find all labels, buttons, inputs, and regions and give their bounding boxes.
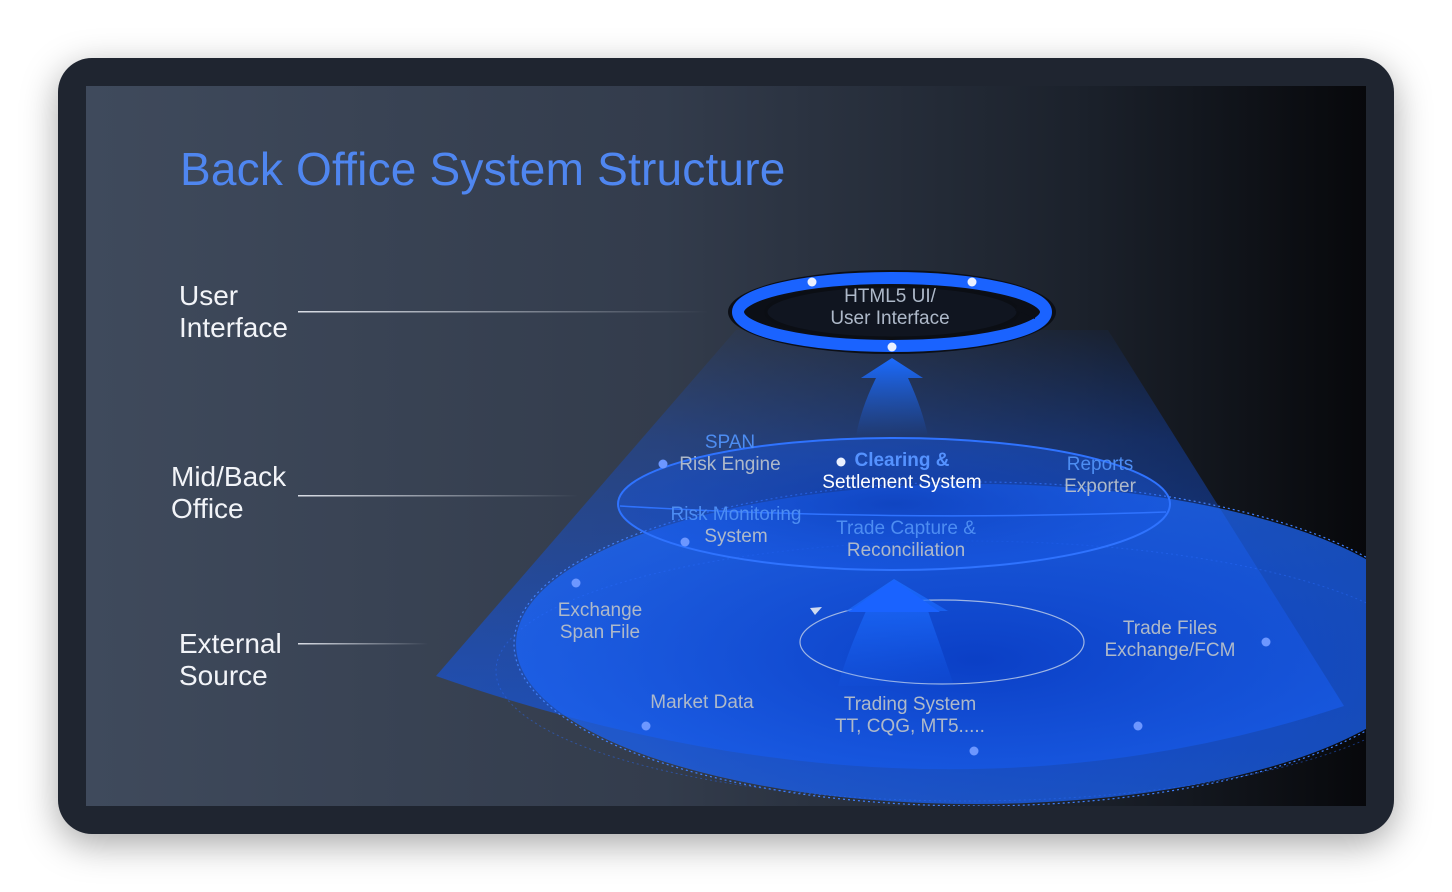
ui-ring-inner [764, 284, 1020, 340]
label-line: User Interface [830, 308, 950, 329]
label-line: Reconciliation [846, 540, 966, 561]
market-data-label: Market Data [650, 692, 753, 714]
label-line: HTML5 UI/ [844, 286, 936, 307]
node-dot [680, 537, 690, 547]
node-dot [887, 342, 897, 352]
exchange-span-file-label: Exchange Span File [558, 600, 643, 644]
external-tier-disc [516, 484, 1366, 804]
node-dot [807, 277, 817, 287]
tier-label-line: Source [179, 660, 268, 691]
leader-line-ui [298, 311, 708, 313]
label-line: Settlement System [822, 472, 982, 493]
label-line: Risk Monitoring [670, 504, 802, 525]
label-line: Trade Files [1122, 618, 1218, 639]
risk-monitoring-label: Risk Monitoring System [671, 504, 802, 548]
node-dot [658, 459, 668, 469]
tier-label-line: External [179, 628, 282, 659]
leader-line-external [298, 643, 428, 645]
tier-label-user-interface: User Interface [179, 280, 288, 344]
tier-label-line: Office [171, 493, 244, 524]
mid-tier-disc [617, 437, 1171, 571]
node-dot [641, 721, 651, 731]
slide: Back Office System Structure User Interf… [86, 86, 1366, 806]
node-dot [1261, 637, 1271, 647]
label-line: Clearing & [854, 450, 950, 471]
label-line: Reports [1066, 454, 1134, 475]
tier-label-line: Mid/Back [171, 461, 287, 492]
label-line: System [704, 526, 768, 547]
ui-ring-label: HTML5 UI/ User Interface [830, 286, 949, 330]
node-dots [571, 277, 1271, 756]
node-dot [571, 578, 581, 588]
label-line: Trading System [843, 694, 977, 715]
device-frame: Back Office System Structure User Interf… [58, 58, 1394, 834]
label-line: Span File [559, 622, 641, 643]
trading-system-label: Trading System TT, CQG, MT5..... [835, 694, 985, 738]
tier-label-line: User [179, 280, 239, 311]
mid-tier-divider [619, 505, 1167, 517]
trade-capture-label: Trade Capture & Reconciliation [836, 518, 976, 562]
pyramid-diagram [298, 270, 1366, 806]
tier-label-external-source: External Source [179, 628, 282, 692]
label-line: Exporter [1064, 476, 1136, 497]
label-line: SPAN [704, 432, 756, 453]
label-line: Trade Capture & [836, 518, 976, 539]
ui-ring-gap [1015, 305, 1036, 319]
node-dot [836, 457, 846, 467]
label-line: TT, CQG, MT5..... [835, 716, 985, 737]
node-dot [967, 277, 977, 287]
cycle-arrowhead [810, 607, 822, 615]
clearing-settlement-label: Clearing & Settlement System [822, 450, 981, 494]
span-risk-engine-label: SPAN Risk Engine [679, 432, 780, 476]
mid-up-arrow [856, 358, 928, 436]
trade-files-label: Trade Files Exchange/FCM [1105, 618, 1236, 662]
base-up-arrowhead [848, 580, 940, 612]
label-line: Exchange/FCM [1104, 640, 1236, 661]
leader-line-mid [298, 495, 578, 497]
tier-label-line: Interface [179, 312, 288, 343]
label-line: Risk Engine [679, 454, 781, 475]
node-dot [1133, 721, 1143, 731]
node-dot [969, 746, 979, 756]
reports-exporter-label: Reports Exporter [1064, 454, 1136, 498]
label-line: Market Data [650, 692, 754, 713]
tier-label-mid-back-office: Mid/Back Office [171, 461, 286, 525]
label-line: Exchange [557, 600, 643, 621]
slide-title: Back Office System Structure [180, 143, 786, 195]
